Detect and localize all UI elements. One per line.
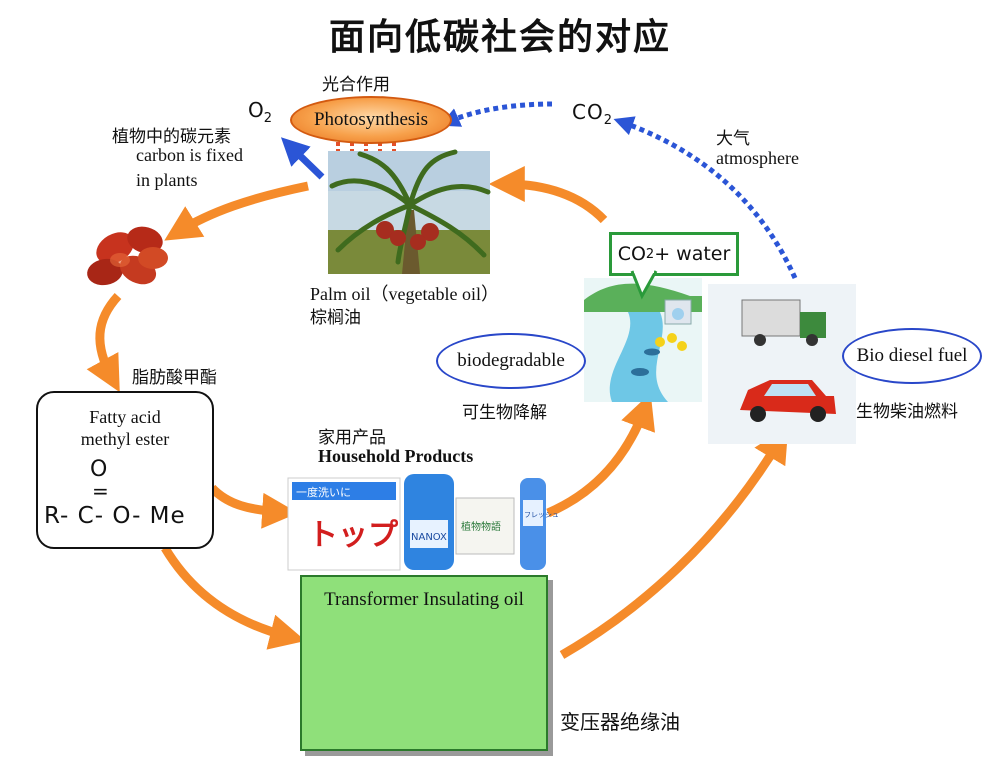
svg-text:一度洗いに: 一度洗いに (296, 485, 351, 499)
fame-line2: methyl ester (80, 429, 170, 449)
svg-text:植物物語: 植物物語 (461, 520, 501, 533)
fame-oxygen: O (90, 457, 108, 482)
arrow-transformer-to-vehicles (559, 426, 789, 659)
household-en-label: Household Products (318, 446, 474, 466)
photosynthesis-oval: Photosynthesis (290, 96, 452, 144)
arrow-ester-to-transformer (161, 545, 306, 650)
fame-formula: R- C- O- Me (44, 503, 186, 529)
palm-tree-image (328, 149, 491, 274)
carbon-fixed-en-line2: in plants (136, 170, 198, 190)
arrow-water-to-palm (488, 166, 608, 224)
arrow-photo-to-o2 (280, 137, 325, 180)
palm-oil-en-label: Palm oil（vegetable oil） (310, 284, 499, 304)
arrow-household-to-river (546, 392, 655, 518)
fatty-acid-methyl-ester-box: Fatty acid methyl ester O = R- C- O- Me (36, 391, 214, 549)
ester-cn-label: 脂肪酸甲酯 (132, 368, 217, 388)
arrow-vehicles-to-co2 (613, 116, 798, 280)
palm-fruit-image (87, 226, 168, 286)
arrow-ester-to-household (208, 484, 299, 529)
svg-text:トップ: トップ (308, 518, 399, 553)
photosynthesis-cn-label: 光合作用 (322, 75, 390, 95)
fame-double-bond: = (92, 479, 109, 503)
atmosphere-en-label: atmosphere (716, 148, 799, 168)
arrow-palm-to-fruit (164, 181, 309, 241)
biodegradable-cn-label: 可生物降解 (462, 403, 547, 423)
river-scene-image (584, 278, 702, 402)
household-products-image: 一度洗いに トップ NANOX 植物物語 フレッシュ (287, 474, 559, 571)
svg-text:NANOX: NANOX (411, 532, 447, 543)
page-title: 面向低碳社会的对应 (328, 17, 671, 58)
biodiesel-cn-label: 生物柴油燃料 (856, 402, 958, 422)
biodiesel-oval: Bio diesel fuel (842, 328, 982, 384)
vehicles-image (708, 284, 856, 444)
carbon-fixed-cn-label: 植物中的碳元素 (112, 127, 231, 147)
transformer-en-label: Transformer Insulating oil (324, 589, 524, 610)
household-cn-label: 家用产品 (318, 428, 386, 448)
palm-oil-cn-label: 棕榈油 (310, 308, 361, 328)
arrow-fruit-to-ester (86, 292, 122, 393)
svg-text:フレッシュ: フレッシュ (524, 511, 559, 519)
fame-line1: Fatty acid (89, 407, 161, 427)
atmosphere-cn-label: 大气 (716, 129, 750, 149)
biodegradable-oval: biodegradable (436, 333, 586, 389)
carbon-fixed-en-line1: carbon is fixed (136, 145, 243, 165)
o2-label: O2 (248, 98, 273, 126)
transformer-oil-box: Transformer Insulating oil (300, 575, 548, 751)
transformer-cn-label: 变压器绝缘油 (560, 710, 680, 734)
arrow-co2-to-photo (439, 101, 553, 127)
co2-label: CO2 (572, 100, 613, 128)
